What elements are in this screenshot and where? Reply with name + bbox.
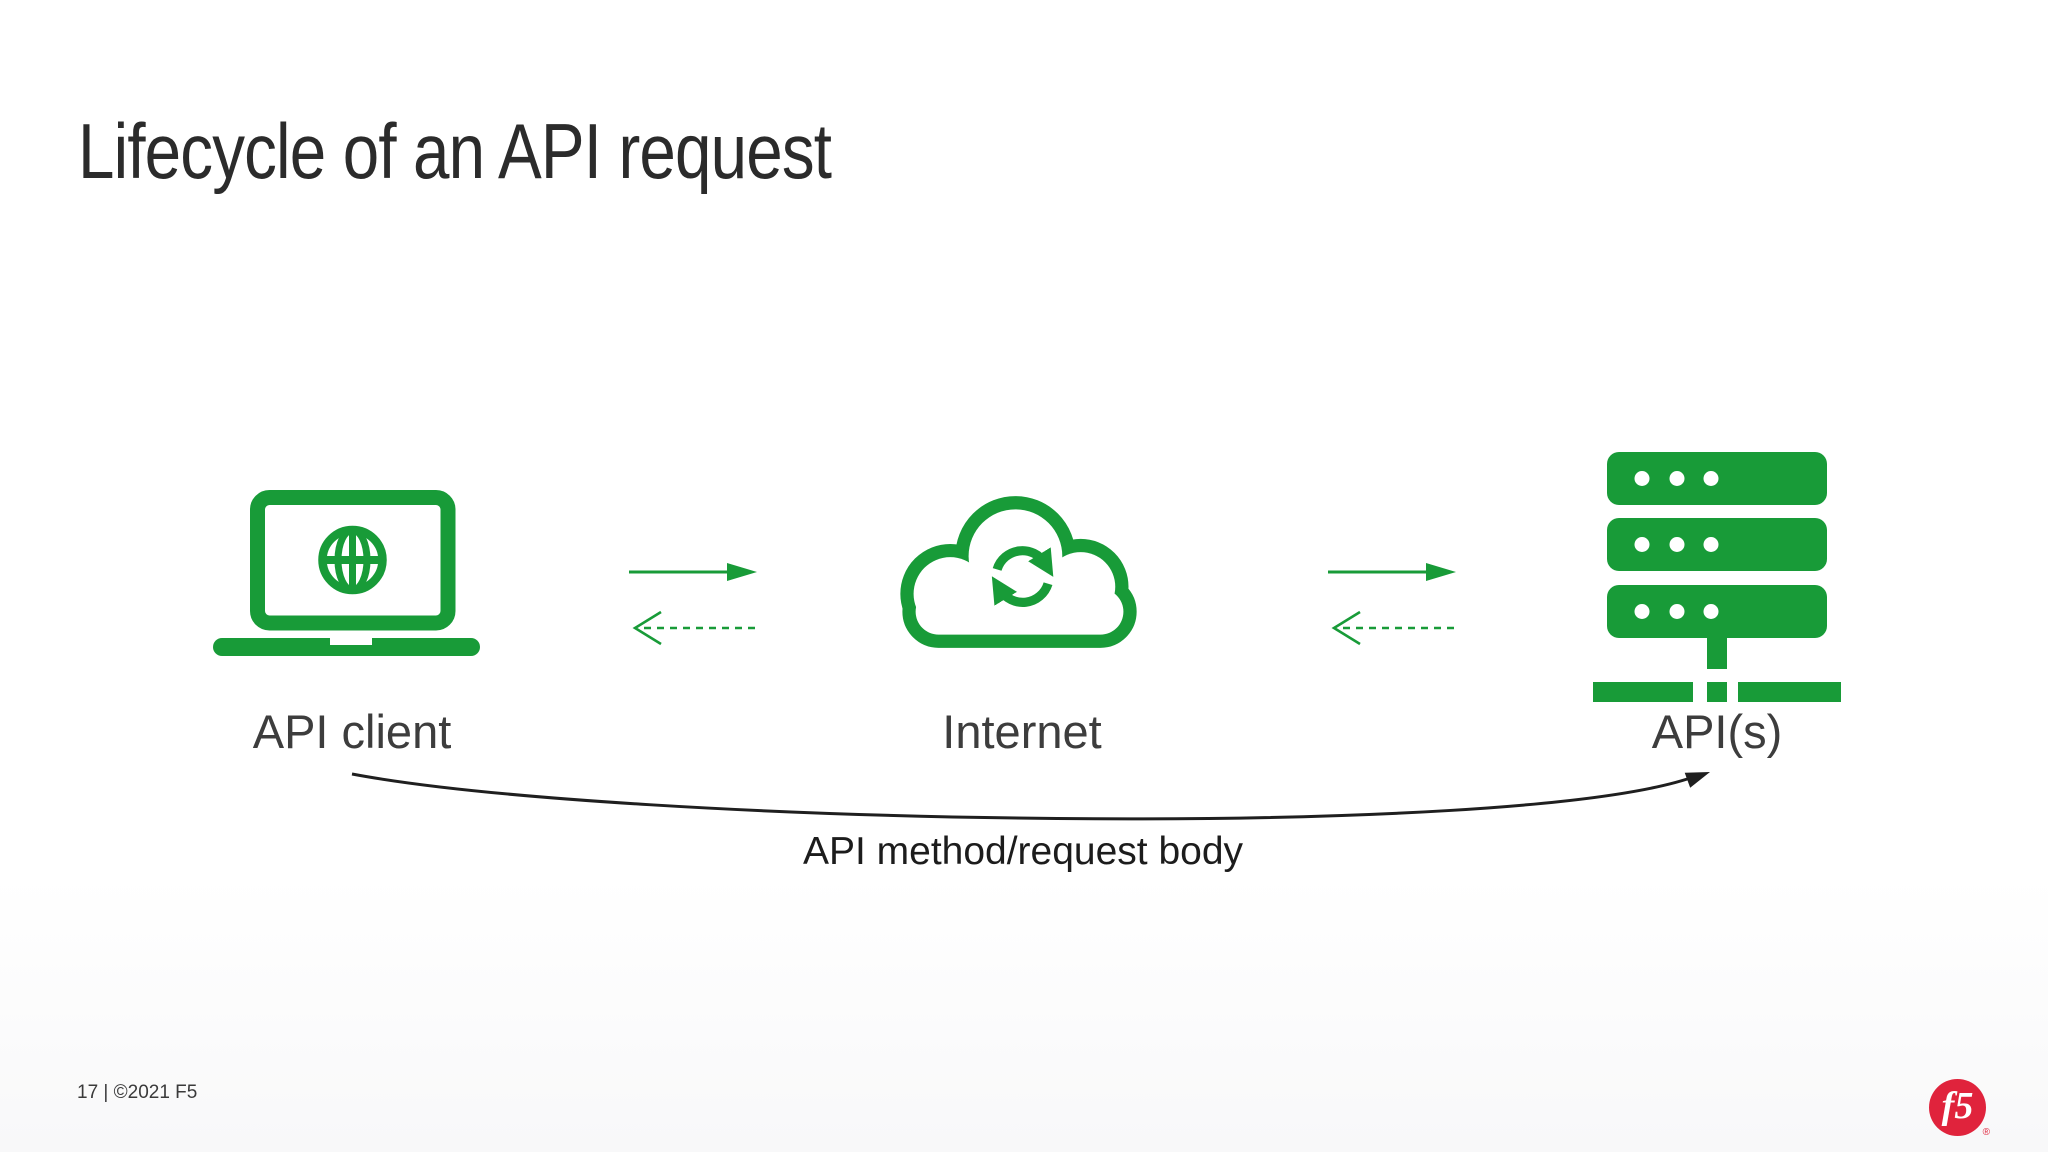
flow-arrows-internet-apis — [1328, 563, 1456, 646]
cloud-sync-icon — [900, 496, 1137, 648]
arrowhead — [1684, 772, 1710, 788]
node-label-apis: API(s) — [1651, 705, 1783, 758]
sync-arrows-icon — [991, 546, 1054, 607]
globe-icon — [318, 525, 387, 595]
node-label-api-client: API client — [252, 705, 452, 758]
page-title-text: Lifecycle of an API request — [78, 107, 832, 195]
page-number-text: 17 | ©2021 F5 — [77, 1082, 198, 1103]
request-path-arrow — [351, 772, 1710, 821]
server-stem — [1707, 637, 1727, 669]
laptop-base-notch — [330, 638, 372, 645]
server-rack-2 — [1607, 518, 1827, 571]
server-base — [1593, 682, 1841, 702]
f5-logo: f5 ® — [1929, 1079, 1990, 1138]
laptop-base — [213, 638, 480, 656]
request-path-label: API method/request body — [802, 830, 1244, 873]
flow-arrows-client-internet — [629, 563, 757, 646]
node-label-internet: Internet — [942, 705, 1102, 758]
server-stack-icon — [1593, 452, 1841, 702]
solid-arrow-right-icon — [629, 563, 757, 581]
server-rack-3 — [1607, 585, 1827, 638]
registered-mark: ® — [1982, 1127, 1990, 1138]
laptop-globe-icon — [213, 490, 480, 656]
dashed-arrow-left-icon — [632, 610, 755, 646]
cloud-outline — [900, 496, 1137, 648]
f5-logo-text: f5 — [1941, 1084, 1974, 1127]
dashed-arrow-left-icon — [1331, 610, 1454, 646]
solid-arrow-right-icon — [1328, 563, 1456, 581]
page-title: Lifecycle of an API request — [78, 106, 975, 197]
server-rack-1 — [1607, 452, 1827, 505]
